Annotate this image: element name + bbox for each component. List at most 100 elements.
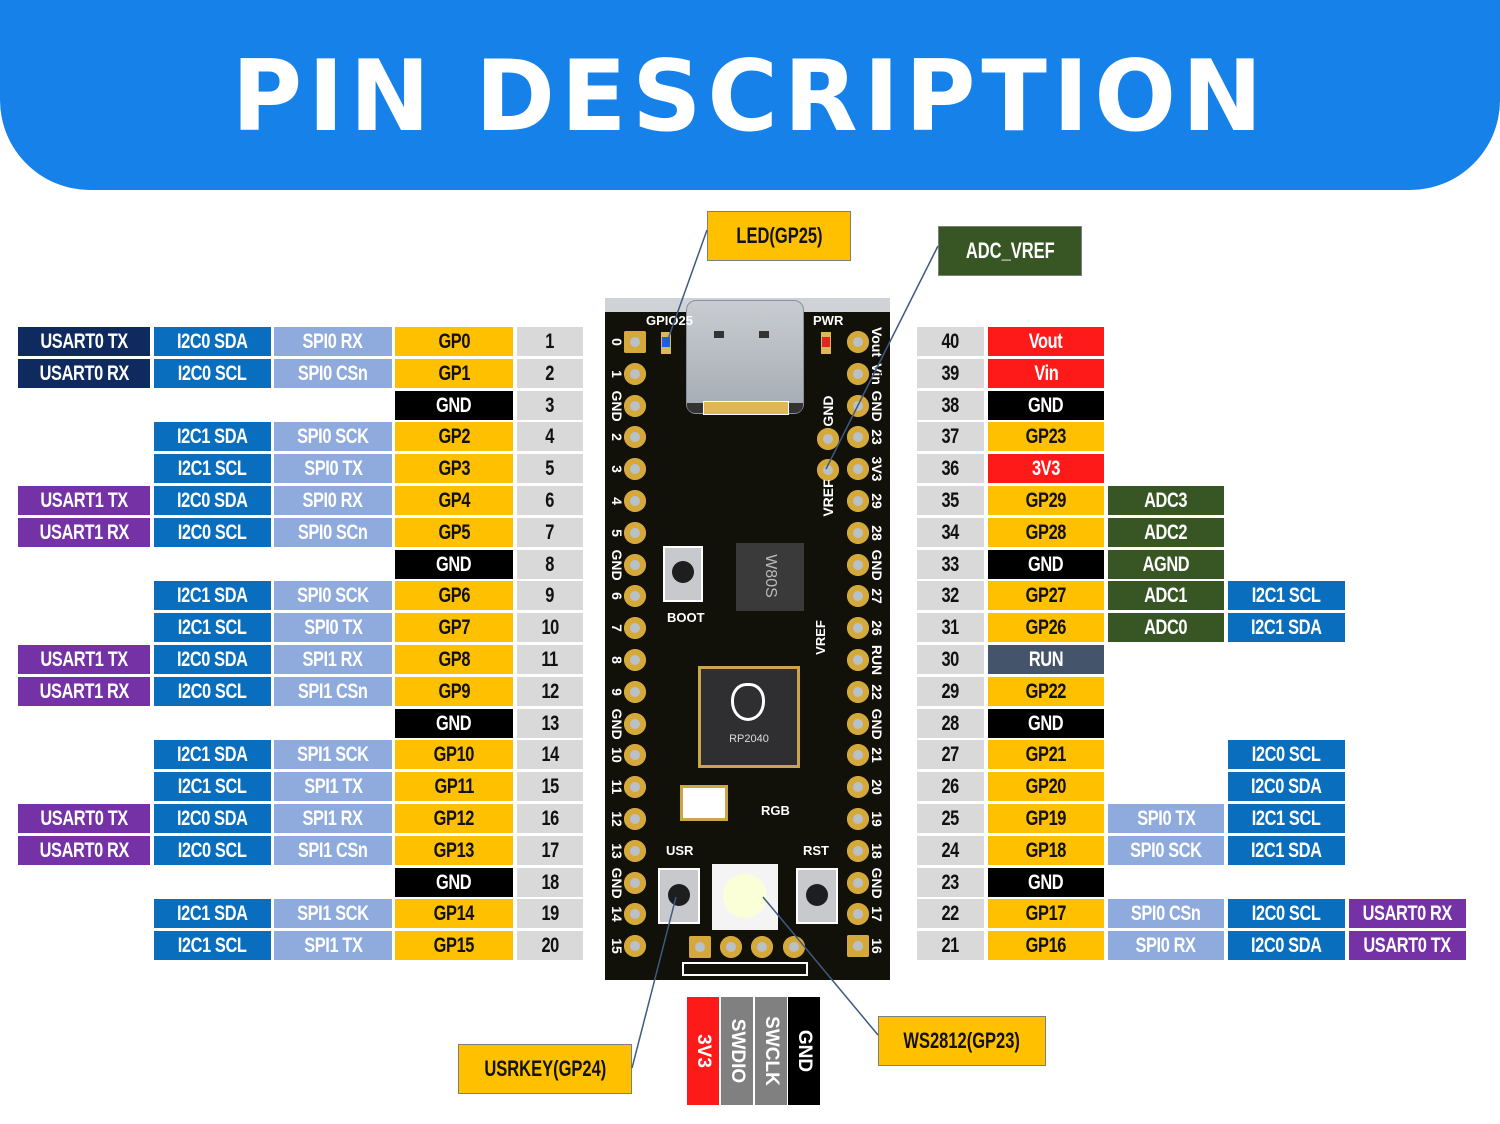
pin-i2c-function-text: I2C0 SDA: [177, 648, 248, 671]
pin-number: 3: [517, 391, 583, 420]
left-edge-pad: [624, 776, 646, 798]
pin-i2c-function-text: I2C0 SDA: [177, 489, 248, 512]
pin-spi-function-text: SPI0 TX: [303, 616, 363, 639]
pin-i2c-function-text: I2C0 SCL: [178, 521, 247, 544]
pin-name-text: GP8: [438, 648, 470, 671]
usb-pins: [703, 401, 789, 415]
right-edge-pad: [847, 776, 869, 798]
pin-name: GP4: [395, 486, 513, 515]
right-edge-pad: [847, 744, 869, 766]
pin-number: 11: [517, 645, 583, 674]
pin-name-text: GP16: [1025, 934, 1067, 957]
pin-number-text: 20: [541, 934, 559, 957]
left-edge-pad: [624, 363, 646, 385]
pin-i2c-function: I2C0 SCL: [154, 359, 271, 388]
pin-spi-function: SPI1 CSn: [274, 836, 392, 865]
pin-spi-function-text: SPI1 CSn: [298, 839, 368, 862]
pin-spi-function: SPI0 TX: [1108, 804, 1224, 833]
pin-i2c-function: I2C1 SDA: [1228, 613, 1345, 642]
left-edge-pad: [624, 490, 646, 512]
pin-usart-function: USART0 RX: [1349, 899, 1466, 928]
swd-pad-swdio: [720, 936, 742, 958]
pin-number: 34: [917, 518, 984, 547]
pin-usart-function-text: USART0 RX: [1362, 902, 1453, 925]
right-edge-pad: [847, 649, 869, 671]
rgb-label: RGB: [761, 803, 790, 818]
right-edge-pad: [847, 522, 869, 544]
pin-number: 10: [517, 613, 583, 642]
pin-number-text: 9: [545, 584, 555, 607]
pin-i2c-function-text: I2C1 SCL: [1252, 807, 1321, 830]
pin-i2c-function-text: I2C1 SCL: [178, 775, 247, 798]
pin-i2c-function: I2C1 SCL: [154, 772, 271, 801]
pin-i2c-function: I2C0 SCL: [154, 836, 271, 865]
pin-number: 36: [917, 454, 984, 483]
pin-i2c-function: I2C1 SCL: [154, 454, 271, 483]
pin-name-text: GND: [436, 871, 472, 894]
pin-i2c-function: I2C0 SCL: [1228, 899, 1345, 928]
pin-number: 1: [517, 327, 583, 356]
pin-name: GP23: [988, 422, 1104, 451]
pin-name-text: 3V3: [1032, 457, 1060, 480]
pin-name: GP11: [395, 772, 513, 801]
pin-number-text: 13: [541, 712, 559, 735]
pin-i2c-function-text: I2C0 SCL: [178, 362, 247, 385]
pin-name-text: GND: [436, 712, 472, 735]
pin-i2c-function: I2C1 SDA: [154, 422, 271, 451]
pad-inner-gnd: [817, 428, 839, 450]
pin-name-text: GND: [436, 394, 472, 417]
pin-number-text: 4: [545, 425, 555, 448]
pin-name: GND: [395, 868, 513, 897]
pin-number: 16: [517, 804, 583, 833]
pin-spi-function: SPI1 SCK: [274, 899, 392, 928]
pin-number: 9: [517, 581, 583, 610]
pin-number: 6: [517, 486, 583, 515]
pin-i2c-function: I2C1 SDA: [154, 581, 271, 610]
pin-i2c-function: I2C0 SDA: [1228, 772, 1345, 801]
pin-number: 13: [517, 709, 583, 738]
swd-3v3: 3V3: [687, 997, 719, 1105]
right-edge-pad: [847, 808, 869, 830]
pin-i2c-function: I2C0 SDA: [154, 645, 271, 674]
pin-name: GP22: [988, 677, 1104, 706]
pin-name: GP2: [395, 422, 513, 451]
pin-i2c-function-text: I2C1 SDA: [177, 425, 248, 448]
pin-usart-function-text: USART1 RX: [39, 521, 129, 544]
pin-name-text: GP5: [438, 521, 470, 544]
pin-spi-function-text: SPI1 TX: [303, 934, 363, 957]
pin-spi-function-text: SPI0 RX: [302, 330, 364, 353]
pin-i2c-function-text: I2C1 SDA: [1251, 616, 1322, 639]
right-edge-pad: [847, 363, 869, 385]
pin-number-text: 3: [545, 394, 555, 417]
pin-name-text: GP27: [1025, 584, 1067, 607]
rst-label: RST: [803, 843, 829, 858]
left-edge-pad: [624, 903, 646, 925]
pin-name: GP20: [988, 772, 1104, 801]
pin-name: Vout: [988, 327, 1104, 356]
pin-number-text: 39: [941, 362, 960, 385]
pin-usart-function-text: USART1 RX: [39, 680, 129, 703]
pin-spi-function: SPI0 RX: [1108, 931, 1224, 960]
pin-usart-function: USART0 TX: [1349, 931, 1466, 960]
pin-number: 7: [517, 518, 583, 547]
pin-name: GP6: [395, 581, 513, 610]
right-edge-pad: [847, 331, 869, 353]
pin-spi-function: SPI0 CSn: [274, 359, 392, 388]
pin-spi-function: SPI0 RX: [274, 486, 392, 515]
led-power: [821, 332, 831, 354]
ws2812-led: [712, 864, 778, 930]
pin-spi-function-text: SPI1 RX: [302, 648, 364, 671]
pin-number: 28: [917, 709, 984, 738]
pin-name-text: GP4: [438, 489, 470, 512]
pin-name: GP3: [395, 454, 513, 483]
pin-i2c-function: I2C1 SCL: [154, 931, 271, 960]
pin-number: 21: [917, 931, 984, 960]
pin-number-text: 33: [941, 553, 960, 576]
pin-spi-function-text: SPI0 CSn: [1131, 902, 1201, 925]
right-edge-pad: [847, 935, 869, 957]
pin-spi-function-text: SPI0 SCn: [298, 521, 368, 544]
pin-name: GP16: [988, 931, 1104, 960]
pin-number-text: 6: [545, 489, 555, 512]
swd-swclk-label: SWCLK: [761, 1016, 782, 1086]
pin-spi-function: SPI0 SCK: [1108, 836, 1224, 865]
